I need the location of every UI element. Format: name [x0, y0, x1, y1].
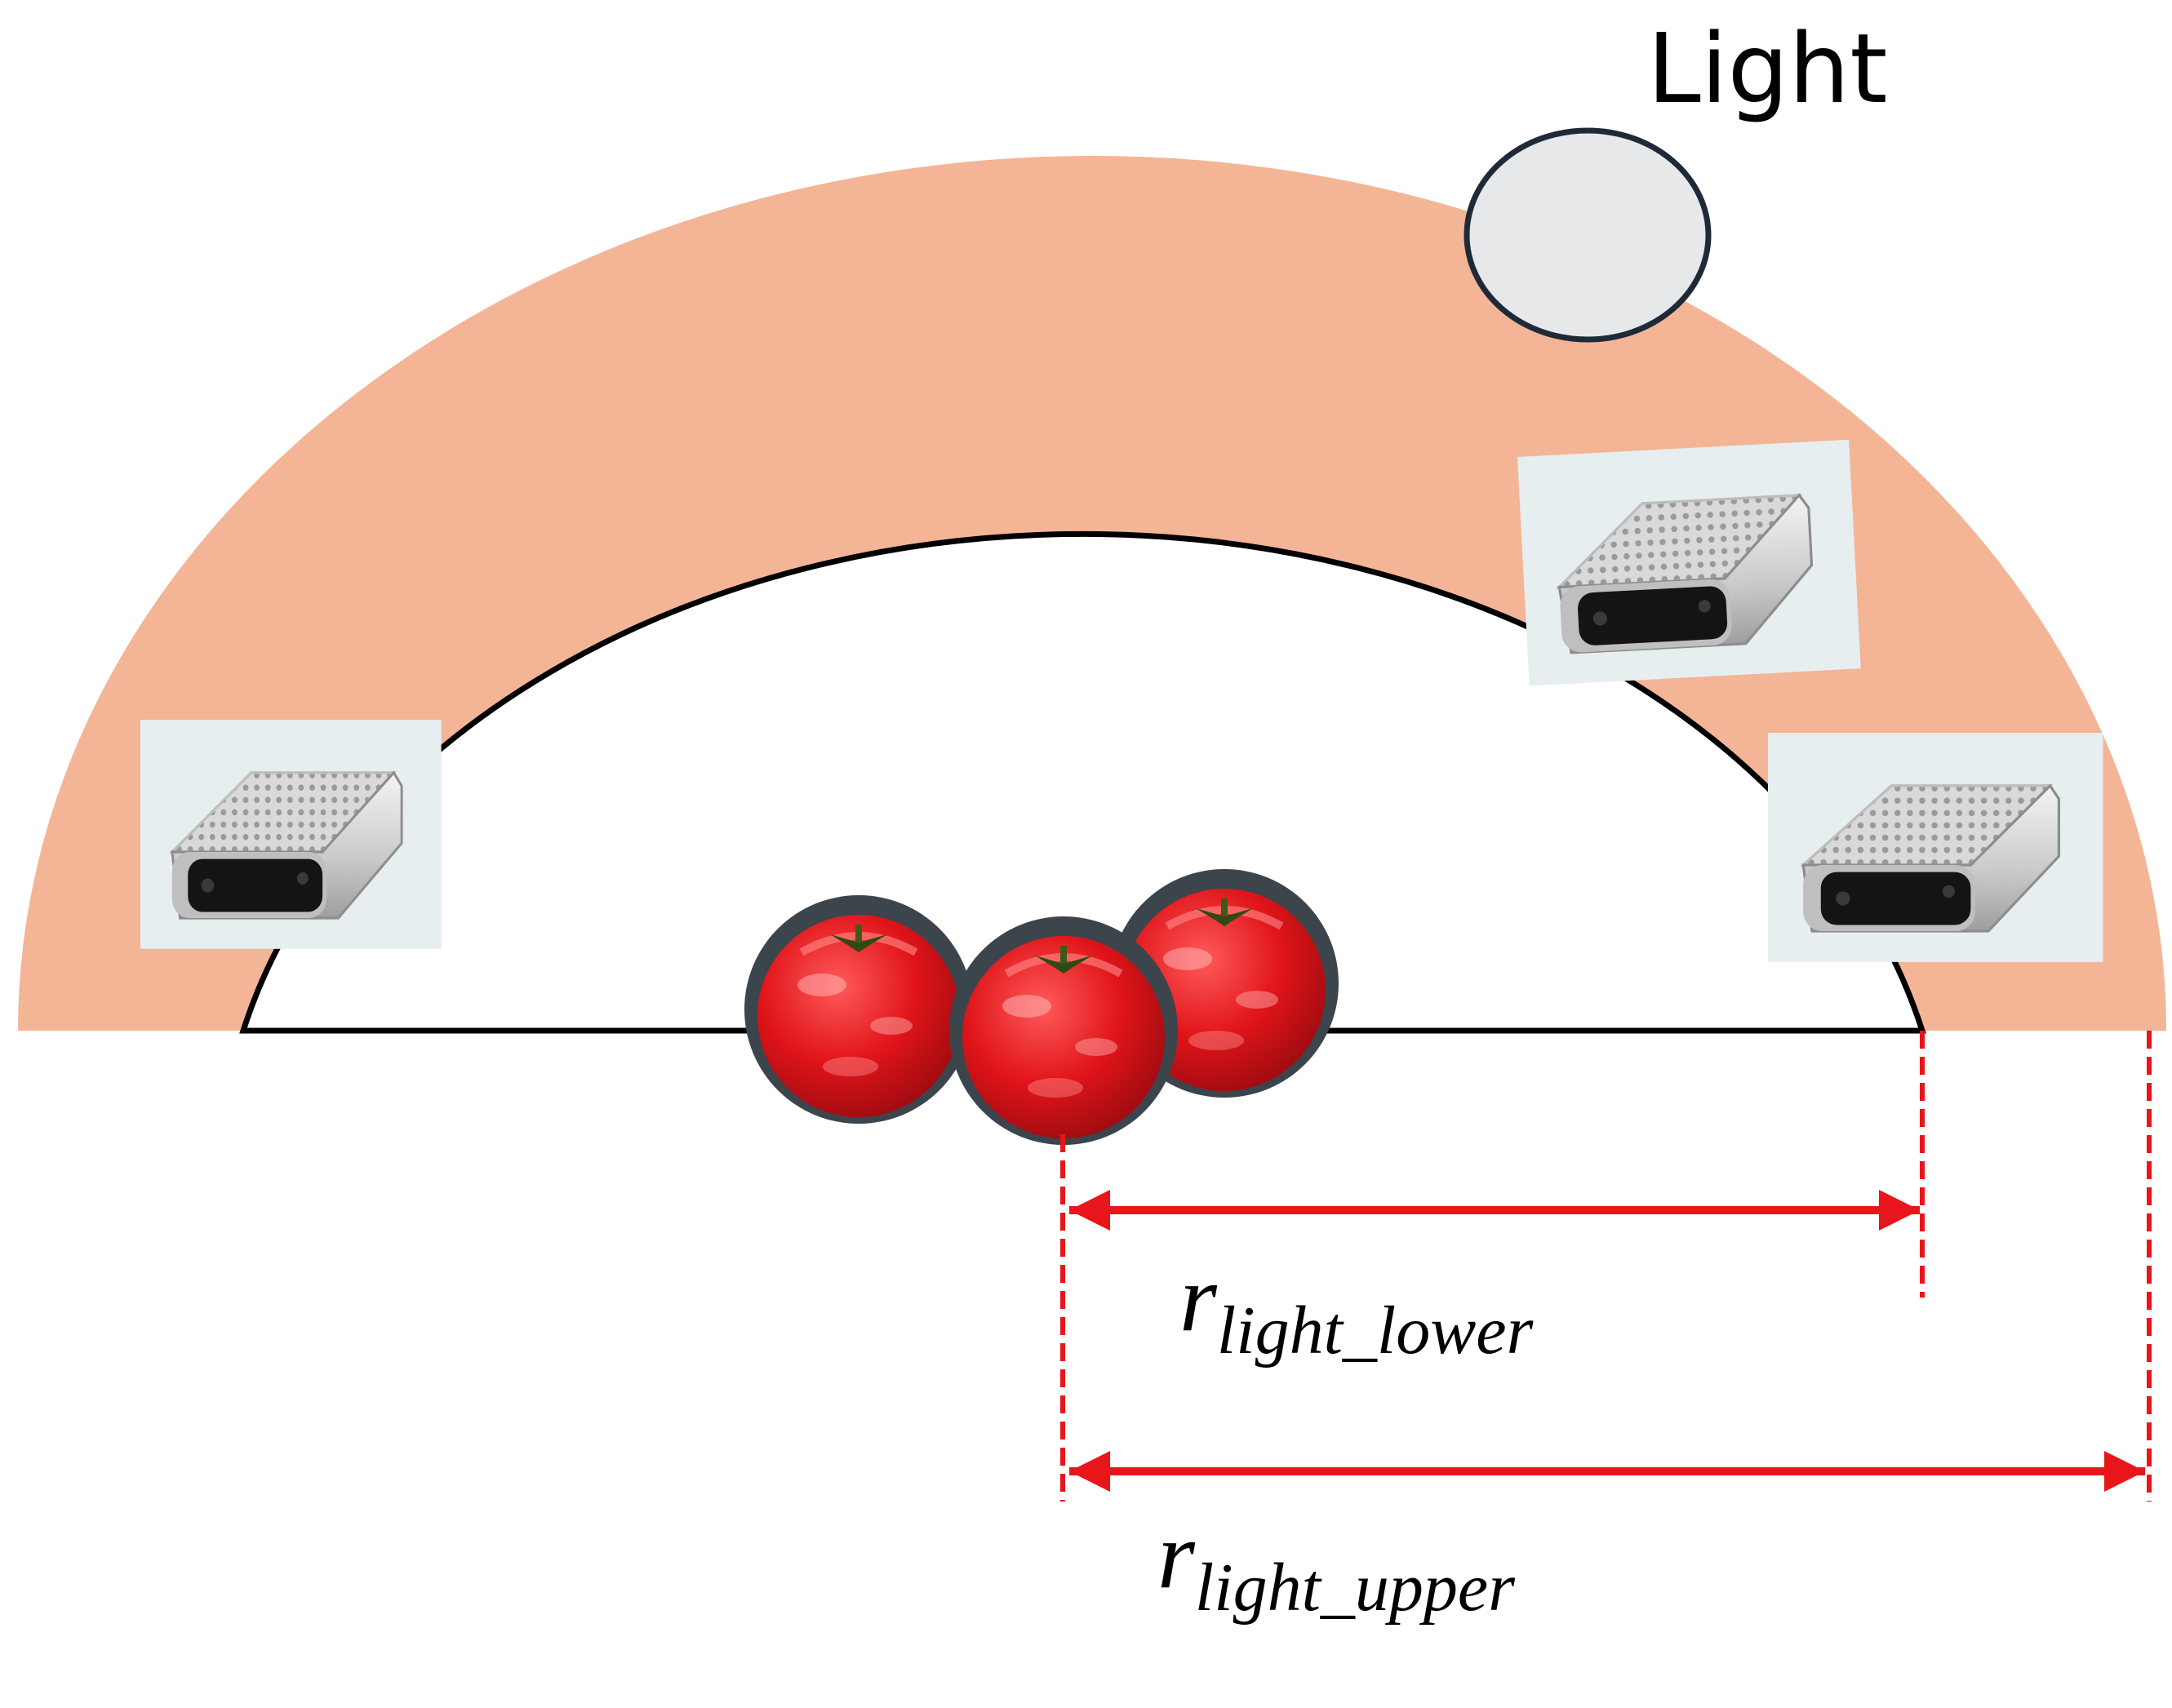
tomato-icon [949, 916, 1178, 1145]
upper-radius-label: rlight_upper [1157, 1502, 1515, 1626]
depth-camera-icon [1516, 438, 1863, 688]
light-label: Light [1647, 12, 1887, 125]
tomato-icon [744, 895, 973, 1124]
depth-camera-icon [1766, 731, 2105, 964]
light-source [1464, 127, 1712, 343]
outer-band [18, 156, 2166, 1031]
depth-camera-icon [139, 718, 443, 951]
lower-radius-label: rlight_lower [1179, 1244, 1534, 1369]
